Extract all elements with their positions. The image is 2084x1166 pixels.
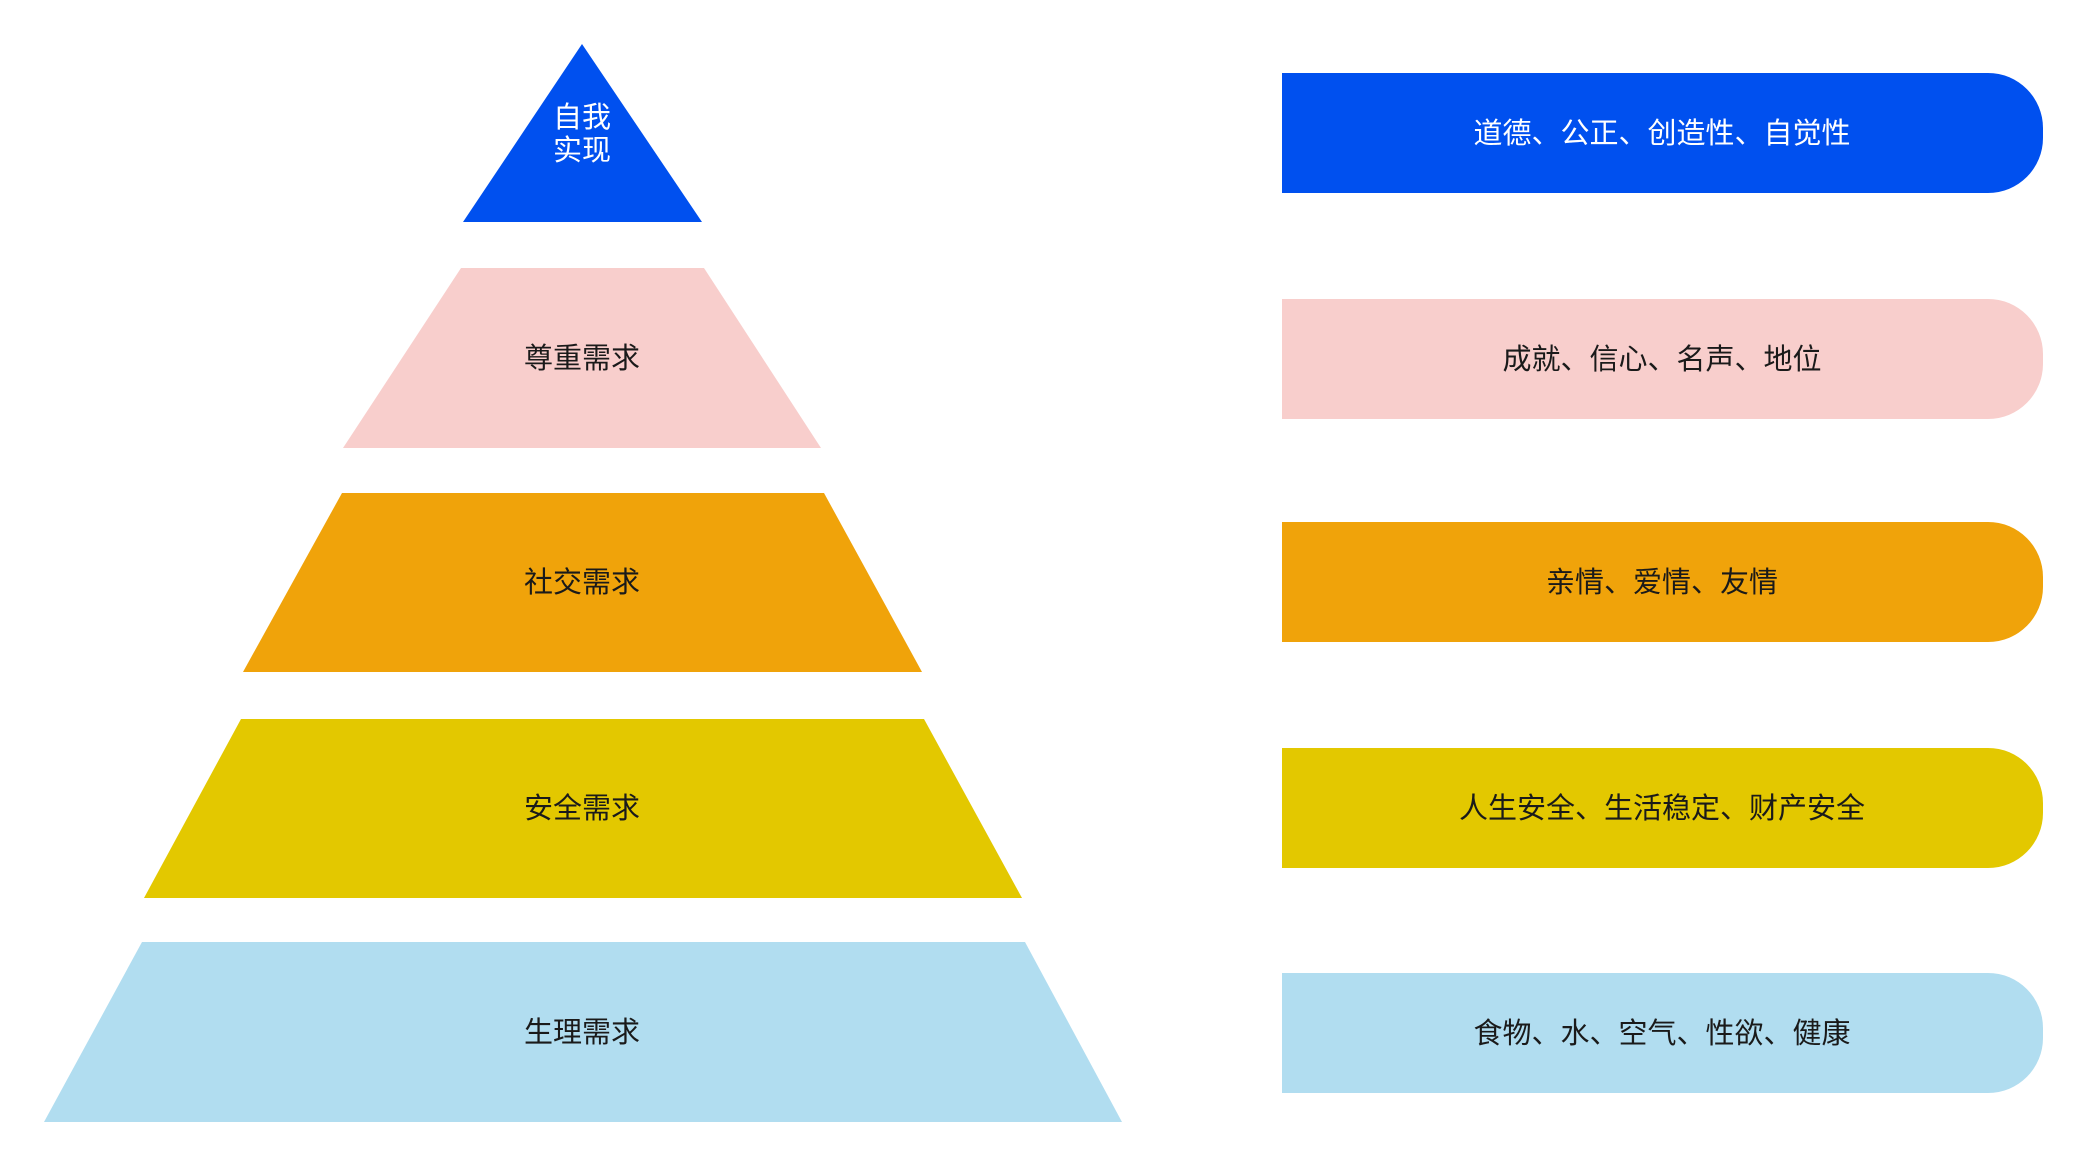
pyramid-trapezoid-esteem: [343, 268, 821, 448]
pyramid: 自我 实现 尊重需求 社交需求 安全需求 生理需求: [44, 44, 1122, 1122]
pyramid-trapezoid-safety: [144, 719, 1022, 898]
pyramid-label-safety: 安全需求: [524, 791, 640, 825]
detail-pill-shape: [1282, 522, 2043, 642]
detail-pill-esteem: 成就、信心、名声、地位: [1282, 299, 2043, 419]
pyramid-level-physiological: 生理需求: [44, 942, 1122, 1122]
detail-pill-text: 道德、公正、创造性、自觉性: [1473, 116, 1850, 150]
pyramid-label-social: 社交需求: [524, 565, 640, 599]
detail-pill-text: 成就、信心、名声、地位: [1502, 342, 1821, 376]
detail-pill-social: 亲情、爱情、友情: [1282, 522, 2043, 642]
detail-pill-physiological: 食物、水、空气、性欲、健康: [1282, 973, 2043, 1093]
pyramid-trapezoid-physiological: [44, 942, 1122, 1122]
detail-pill-text: 亲情、爱情、友情: [1546, 565, 1778, 599]
detail-pill-text: 人生安全、生活稳定、财产安全: [1459, 791, 1865, 825]
pyramid-trapezoid-social: [243, 493, 922, 672]
detail-pill-self-actualization: 道德、公正、创造性、自觉性: [1282, 73, 2043, 193]
pyramid-level-social: 社交需求: [243, 493, 922, 672]
pyramid-label-top-line2: 实现: [553, 133, 611, 167]
detail-pill-shape: [1282, 299, 2043, 419]
pyramid-label-physiological: 生理需求: [524, 1015, 640, 1049]
pyramid-label-top-line1: 自我: [553, 100, 611, 134]
detail-pill-text: 食物、水、空气、性欲、健康: [1473, 1016, 1850, 1050]
pyramid-level-safety: 安全需求: [144, 719, 1022, 898]
detail-pill-shape: [1282, 973, 2043, 1093]
detail-pill-shape: [1282, 748, 2043, 868]
detail-pill-shape: [1282, 73, 2043, 193]
detail-pill-safety: 人生安全、生活稳定、财产安全: [1282, 748, 2043, 868]
detail-pills: 道德、公正、创造性、自觉性 成就、信心、名声、地位 亲情、爱情、友情 人生安全、…: [1282, 73, 2043, 1093]
pyramid-label-esteem: 尊重需求: [524, 341, 640, 375]
pyramid-triangle-top: [463, 44, 702, 222]
pyramid-level-esteem: 尊重需求: [343, 268, 821, 448]
pyramid-level-self-actualization: 自我 实现: [463, 44, 702, 222]
